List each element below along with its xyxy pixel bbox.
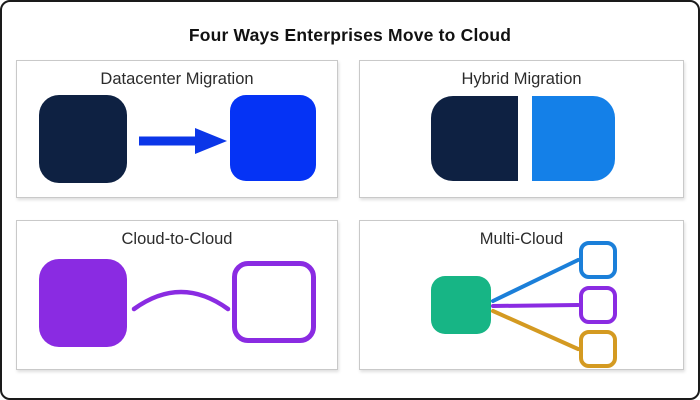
hybrid-cloud-square xyxy=(532,96,615,181)
panel-cloud-to-cloud: Cloud-to-Cloud xyxy=(16,220,338,370)
panel-datacenter-migration: Datacenter Migration xyxy=(16,60,338,198)
datacenter-source-square xyxy=(39,95,127,183)
panel-multi-cloud: Multi-Cloud xyxy=(359,220,684,370)
cloud-target-square xyxy=(230,95,316,181)
connection-line-gold xyxy=(491,309,580,351)
connection-line-purple xyxy=(491,303,580,308)
connection-lines-icon xyxy=(491,258,580,351)
transfer-arc-icon xyxy=(131,289,231,312)
provider-outline-square-gold xyxy=(579,330,617,368)
page-title: Four Ways Enterprises Move to Cloud xyxy=(188,25,512,45)
panel-hybrid-migration: Hybrid Migration xyxy=(359,60,684,198)
provider-outline-square-blue xyxy=(579,241,617,279)
arc-path xyxy=(131,289,231,312)
migration-arrow-icon xyxy=(139,128,227,154)
panel-title-datacenter: Datacenter Migration xyxy=(100,70,254,88)
panel-title-cloud-to-cloud: Cloud-to-Cloud xyxy=(121,230,233,248)
arrow-head xyxy=(195,128,227,154)
connection-line-blue xyxy=(491,258,580,303)
panel-title-hybrid: Hybrid Migration xyxy=(461,70,582,88)
cloud-source-square xyxy=(39,259,127,347)
panel-title-multi-cloud: Multi-Cloud xyxy=(479,230,564,248)
hybrid-onpremise-square xyxy=(431,96,518,181)
primary-cloud-square xyxy=(431,276,491,334)
cloud-destination-outline-square xyxy=(232,261,316,343)
provider-outline-square-purple xyxy=(579,286,617,324)
